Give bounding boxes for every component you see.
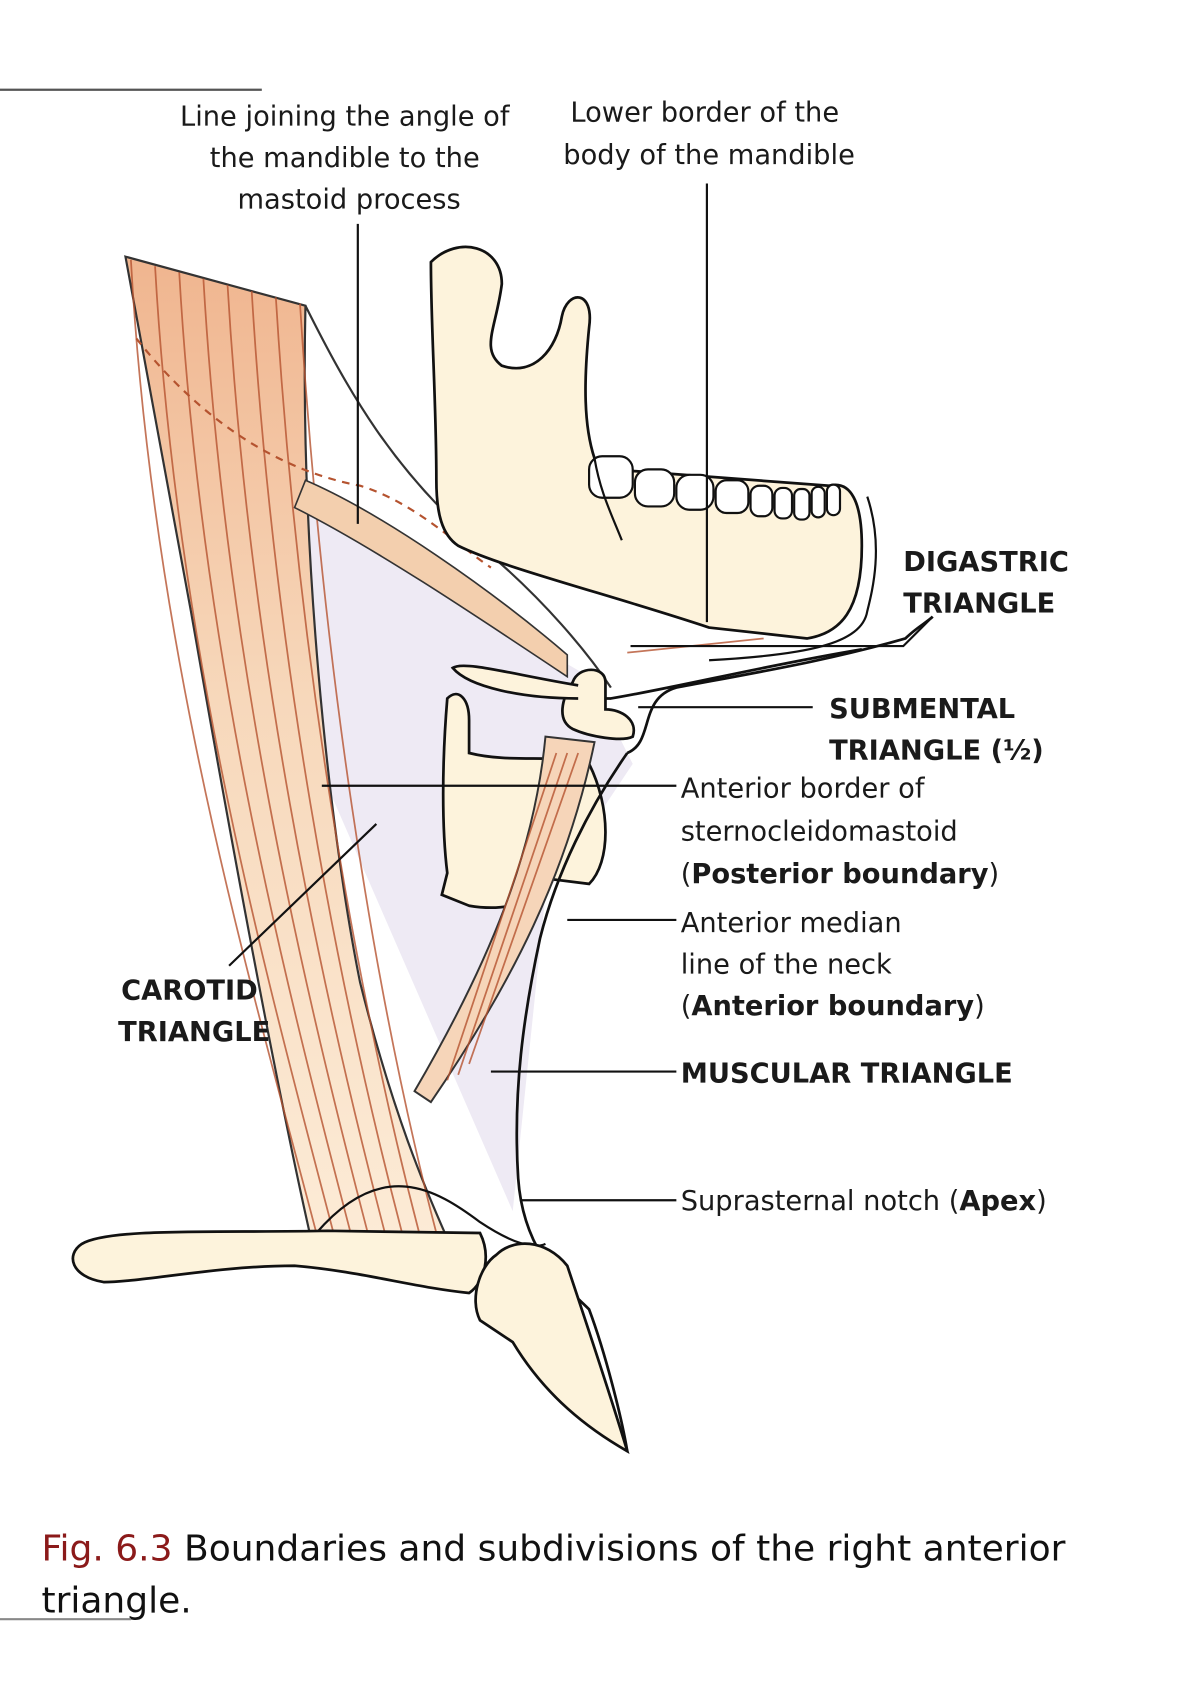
chin-outline (709, 496, 877, 662)
anterior-median-line (515, 615, 934, 1452)
muscle-fibre (226, 284, 386, 1234)
muscle-fibre (250, 291, 403, 1234)
oblique-line (593, 458, 623, 541)
label-anterior-median: Anterior median line of the neck (Anteri… (681, 908, 985, 1022)
thyroid-cartilage (440, 692, 607, 909)
dashed-boundary (135, 337, 492, 569)
label-submental-triangle: SUBMENTAL TRIANGLE (½) (829, 694, 1044, 766)
label-muscular-triangle: MUSCULAR TRIANGLE (681, 1058, 1013, 1089)
muscle-fibre (130, 259, 318, 1234)
label-lower-border: Lower border of the body of the mandible (563, 97, 855, 171)
muscle-fibre (202, 278, 369, 1234)
figure-caption: Fig. 6.3 Boundaries and subdivisions of … (41, 1528, 1076, 1621)
teeth (588, 455, 842, 521)
sternum-manubrium (474, 1242, 630, 1455)
leader-lines (228, 183, 931, 1202)
label-line-joining: Line joining the angle of the mandible t… (180, 102, 518, 216)
muscle-fibre (154, 266, 335, 1234)
mandible (429, 245, 864, 640)
label-suprasternal-notch: Suprasternal notch (Apex) (681, 1186, 1047, 1217)
hyoid-bone (561, 668, 636, 741)
label-carotid-triangle: CAROTID TRIANGLE (118, 976, 270, 1048)
clavicle (71, 1229, 488, 1295)
digastric-posterior-belly (293, 479, 569, 679)
label-anterior-border: Anterior border of sternocleidomastoid (… (681, 774, 999, 890)
muscle-fibre (178, 272, 352, 1234)
label-digastric-triangle: DIGASTRIC TRIANGLE (903, 547, 1078, 619)
greater-horn-hyoid (450, 664, 579, 700)
muscle-fibre (274, 297, 421, 1234)
muscle-fibre (299, 303, 438, 1234)
